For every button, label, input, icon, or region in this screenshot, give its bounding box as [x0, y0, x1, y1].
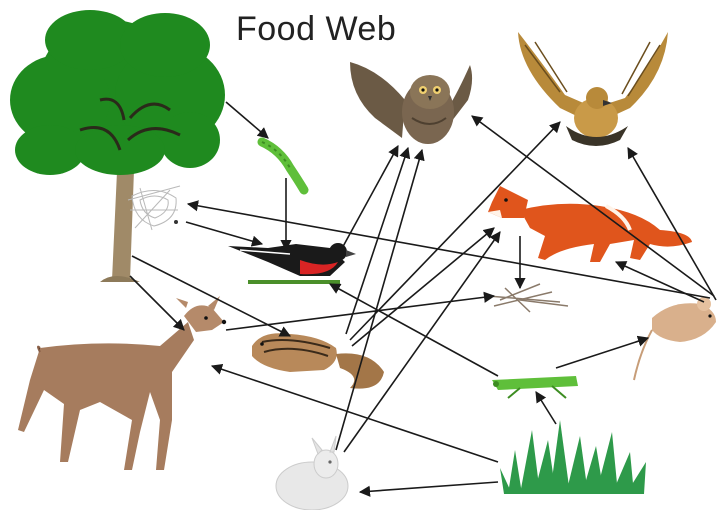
grass-icon — [500, 420, 646, 494]
arrow-rabbit-to-owl — [336, 150, 422, 450]
owl-icon — [350, 62, 472, 144]
arrow-grass-to-rabbit — [360, 482, 498, 492]
arrow-tree-to-caterpillar — [226, 102, 268, 138]
twigs-icon — [488, 284, 568, 312]
fox-icon — [488, 186, 692, 262]
hawk-icon — [518, 32, 668, 146]
arrow-grass-to-grasshopper — [536, 392, 556, 424]
arrow-tree-to-deer — [130, 276, 184, 330]
arrow-chipmunk-to-hawk — [350, 122, 560, 340]
deer-icon — [18, 296, 226, 470]
grasshopper-icon — [492, 376, 578, 398]
tree-icon — [10, 10, 225, 282]
arrow-spider-to-bird — [186, 222, 262, 244]
spider-icon — [128, 186, 180, 230]
bird-icon — [228, 243, 356, 282]
arrow-mouse-to-fox — [616, 262, 704, 302]
caterpillar-icon — [262, 142, 304, 190]
arrow-grasshopper-to-mouse — [556, 338, 648, 368]
chipmunk-icon — [252, 333, 384, 388]
